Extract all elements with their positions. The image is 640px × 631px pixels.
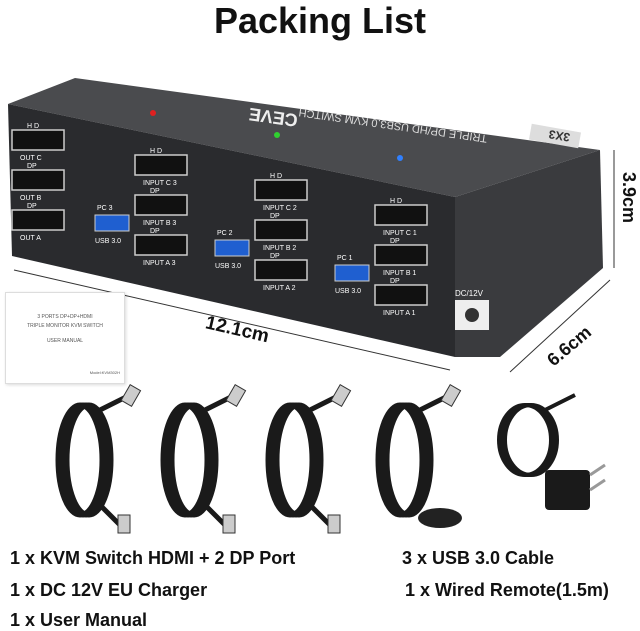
port-type-label: DP bbox=[27, 163, 37, 170]
usb-cable bbox=[55, 384, 142, 534]
dim-height: 3.9cm bbox=[619, 172, 639, 223]
led-blue bbox=[397, 155, 403, 161]
usb-label: USB 3.0 bbox=[215, 263, 241, 270]
usb-cable bbox=[160, 384, 247, 534]
port bbox=[254, 179, 308, 201]
page-title: Packing List bbox=[213, 0, 427, 41]
port-type-label: H D bbox=[270, 173, 282, 180]
user-manual: 3 PORTS DP+DP+HDMI TRIPLE MONITOR KVM SW… bbox=[5, 292, 125, 384]
port-label: INPUT C 1 bbox=[383, 230, 417, 237]
port bbox=[11, 169, 65, 191]
port-label: INPUT A 3 bbox=[143, 260, 176, 267]
usb-label: USB 3.0 bbox=[95, 238, 121, 245]
port-type-label: H D bbox=[390, 198, 402, 205]
port bbox=[374, 244, 428, 266]
port bbox=[374, 284, 428, 306]
kvm-switch: TRIPLE DP/HD USB3.0 KVM SWITCH CEVE 3X3 … bbox=[8, 78, 603, 357]
wired-remote bbox=[375, 384, 462, 528]
port-type-label: DP bbox=[390, 278, 400, 285]
port-type-label: DP bbox=[390, 238, 400, 245]
device-front bbox=[8, 104, 455, 357]
port-type-label: DP bbox=[150, 228, 160, 235]
eu-charger bbox=[497, 393, 606, 510]
port bbox=[11, 129, 65, 151]
usb-port bbox=[334, 264, 370, 282]
dim-depth: 6.6cm bbox=[543, 322, 595, 370]
dim-depth-line bbox=[509, 279, 611, 373]
port-type-label: H D bbox=[150, 148, 162, 155]
manual-model: Model:KVM302H bbox=[89, 370, 120, 375]
port-label: INPUT A 2 bbox=[263, 285, 296, 292]
port-label: INPUT B 2 bbox=[263, 245, 296, 252]
device-side bbox=[455, 150, 603, 357]
usb-cable bbox=[265, 384, 352, 534]
caption-charger: 1 x DC 12V EU Charger bbox=[10, 580, 208, 600]
port bbox=[374, 204, 428, 226]
port-label: INPUT B 3 bbox=[143, 220, 176, 227]
device-top bbox=[8, 78, 600, 197]
caption-kvm: 1 x KVM Switch HDMI + 2 DP Port bbox=[10, 548, 296, 568]
port bbox=[254, 219, 308, 241]
usb-port bbox=[214, 239, 250, 257]
port-label: INPUT A 1 bbox=[383, 310, 416, 317]
port-type-label: H D bbox=[27, 123, 39, 130]
pc-label: PC 2 bbox=[217, 230, 233, 237]
port-label: OUT A bbox=[20, 235, 41, 242]
port-label: OUT B bbox=[20, 195, 42, 202]
pc-label: PC 1 bbox=[337, 255, 353, 262]
port-type-label: DP bbox=[270, 253, 280, 260]
port bbox=[134, 194, 188, 216]
port-label: INPUT C 2 bbox=[263, 205, 297, 212]
port-label: INPUT C 3 bbox=[143, 180, 177, 187]
port-type-label: DP bbox=[270, 213, 280, 220]
manual-line: 3 PORTS DP+DP+HDMI bbox=[37, 314, 93, 320]
port bbox=[11, 209, 65, 231]
pc-label: PC 3 bbox=[97, 205, 113, 212]
usb-label: USB 3.0 bbox=[335, 288, 361, 295]
port bbox=[254, 259, 308, 281]
port-type-label: DP bbox=[27, 203, 37, 210]
dim-width: 12.1cm bbox=[203, 312, 271, 347]
port-label: INPUT B 1 bbox=[383, 270, 416, 277]
caption-manual: 1 x User Manual bbox=[10, 610, 148, 630]
led-green bbox=[274, 132, 280, 138]
led-red bbox=[150, 110, 156, 116]
badge bbox=[528, 123, 582, 149]
port-label: OUT C bbox=[20, 155, 42, 162]
manual-line: USER MANUAL bbox=[46, 338, 84, 344]
port bbox=[134, 234, 188, 256]
badge-label: 3X3 bbox=[547, 127, 571, 145]
dim-width-line bbox=[13, 269, 451, 371]
port-type-label: DP bbox=[150, 188, 160, 195]
caption-usb-cable: 3 x USB 3.0 Cable bbox=[402, 548, 555, 568]
dc-jack-hole bbox=[465, 308, 479, 322]
port bbox=[134, 154, 188, 176]
power-label: DC/12V bbox=[455, 289, 484, 298]
manual-line: TRIPLE MONITOR KVM SWITCH bbox=[27, 323, 103, 329]
caption-remote: 1 x Wired Remote(1.5m) bbox=[405, 580, 609, 600]
usb-port bbox=[94, 214, 130, 232]
